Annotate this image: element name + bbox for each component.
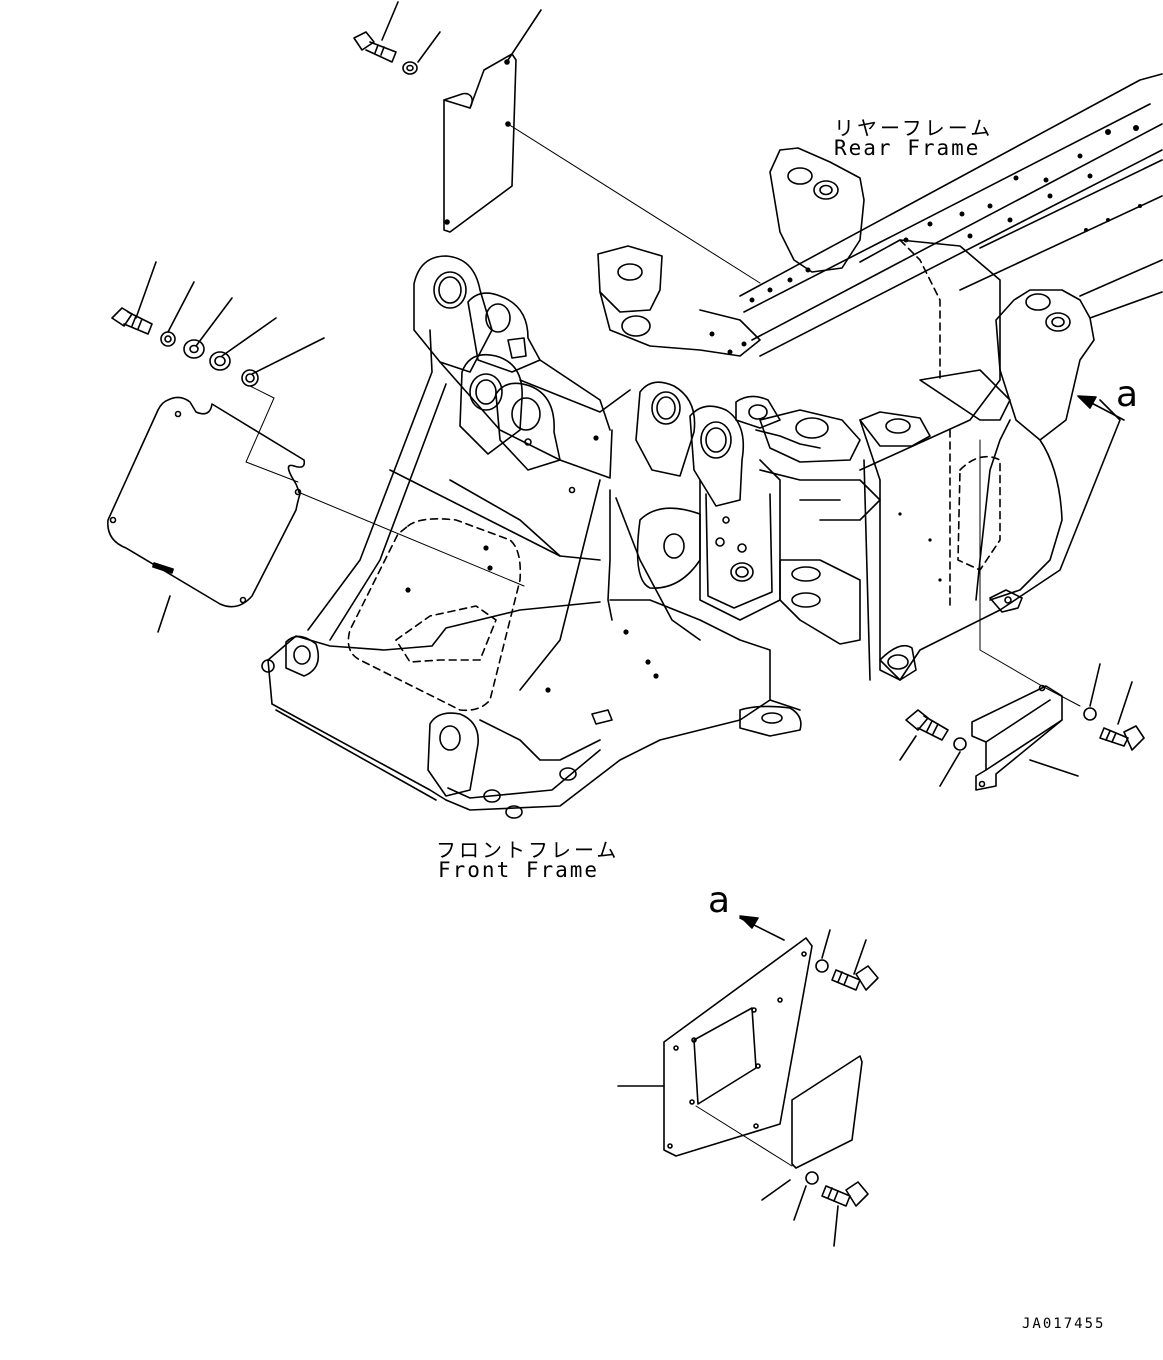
bolt-icon bbox=[353, 31, 397, 63]
drawing-number: JA017455 bbox=[1022, 1316, 1106, 1332]
access-plate bbox=[663, 937, 813, 1157]
frame-boss bbox=[427, 712, 479, 797]
washer-icon bbox=[805, 1171, 819, 1185]
access-cover bbox=[791, 1055, 863, 1169]
frame-boss bbox=[413, 255, 493, 373]
rear-frame-label-en: Rear Frame bbox=[834, 136, 981, 160]
rear-frame-label-jp: リヤーフレーム bbox=[834, 116, 994, 140]
frame-boss bbox=[495, 382, 561, 471]
washer-icon bbox=[953, 737, 967, 751]
bolt-icon bbox=[831, 965, 879, 991]
frame-boss bbox=[459, 353, 523, 455]
lower-view-group bbox=[617, 915, 879, 1247]
washer-icon bbox=[815, 959, 829, 973]
washer-icon bbox=[402, 61, 418, 75]
front-frame bbox=[261, 255, 802, 819]
frame-boss bbox=[467, 292, 541, 373]
frame-boss bbox=[285, 635, 320, 677]
washer-icon bbox=[241, 369, 259, 387]
view-label-upper: a bbox=[1116, 374, 1139, 415]
top-cover-plate-group bbox=[353, 1, 761, 284]
view-label-lower: a bbox=[708, 880, 731, 921]
center-hinge bbox=[635, 381, 821, 621]
bolt-icon bbox=[1099, 725, 1145, 751]
bolt-icon bbox=[111, 307, 153, 335]
cover-bracket-right bbox=[971, 685, 1063, 791]
washer-icon bbox=[160, 331, 176, 347]
bolt-icon bbox=[905, 709, 949, 741]
right-bracket-group bbox=[899, 663, 1145, 791]
rear-frame bbox=[597, 73, 1163, 707]
front-frame-label-en: Front Frame bbox=[438, 858, 600, 882]
front-frame-label-jp: フロントフレーム bbox=[436, 838, 620, 862]
washer-icon bbox=[183, 339, 205, 359]
left-cover-group bbox=[107, 261, 525, 633]
cover-plate-left bbox=[107, 396, 306, 608]
washer-icon bbox=[209, 351, 231, 371]
cover-plate-top bbox=[443, 53, 517, 233]
washer-icon bbox=[1083, 707, 1097, 721]
bolt-icon bbox=[821, 1181, 869, 1207]
